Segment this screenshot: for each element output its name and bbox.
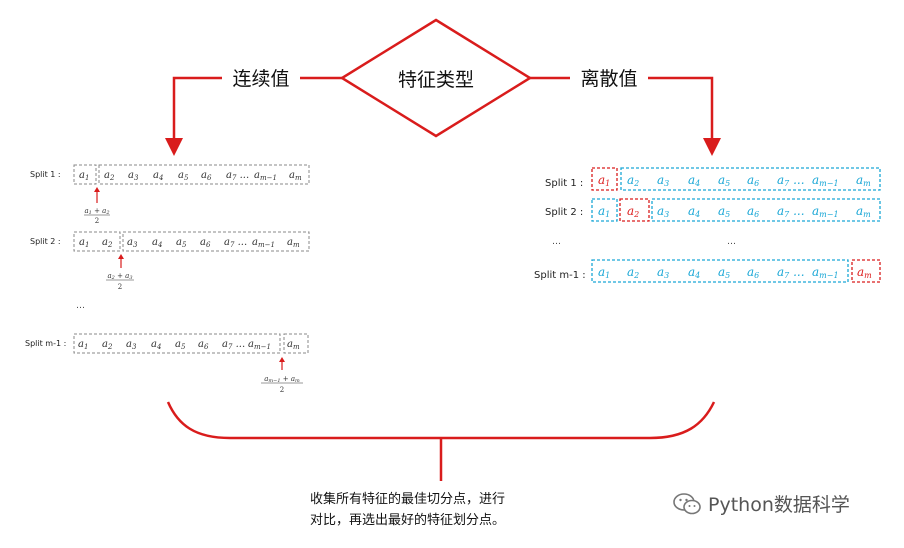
svg-text:a7 ...: a7 ... bbox=[777, 204, 805, 219]
right-split-2-label: Split 2 : bbox=[545, 207, 583, 218]
left-split-2-label: Split 2 : bbox=[30, 237, 61, 246]
svg-text:a3: a3 bbox=[657, 265, 669, 280]
right-split-2: Split 2 : a1 a2 a3 a4 a5 a6 a7 ... am−1 … bbox=[545, 198, 881, 222]
summary-text: 收集所有特征的最佳切分点，进行 对比，再选出最好的特征划分点。 bbox=[310, 489, 570, 531]
svg-text:a2: a2 bbox=[104, 170, 115, 182]
svg-text:a4: a4 bbox=[688, 204, 700, 219]
svg-text:a1: a1 bbox=[598, 173, 610, 188]
right-split-1: Split 1 : a1 a2 a3 a4 a5 a6 a7 ... am−1 … bbox=[545, 167, 881, 191]
svg-text:am−1: am−1 bbox=[812, 173, 839, 188]
right-split-2-seq: a3 a4 a5 a6 a7 ... am−1 am bbox=[657, 204, 871, 219]
svg-text:am: am bbox=[856, 204, 871, 219]
svg-text:am−1: am−1 bbox=[252, 237, 275, 249]
left-split-2-seq: a1 a2 a3 a4 a5 a6 a7 ... am−1 am bbox=[79, 237, 300, 249]
svg-text:am−1 + am: am−1 + am bbox=[264, 375, 300, 384]
svg-text:a1: a1 bbox=[598, 265, 610, 280]
svg-text:a6: a6 bbox=[747, 204, 759, 219]
left-split-m-1-label: Split m-1 : bbox=[25, 339, 66, 348]
svg-text:a6: a6 bbox=[198, 339, 209, 351]
svg-text:a2 + a3: a2 + a3 bbox=[107, 272, 132, 281]
svg-text:a6: a6 bbox=[200, 237, 211, 249]
wechat-icon bbox=[673, 492, 701, 514]
svg-text:a4: a4 bbox=[688, 265, 700, 280]
svg-text:a5: a5 bbox=[176, 237, 187, 249]
svg-text:a7 ...: a7 ... bbox=[224, 237, 247, 249]
svg-text:a3: a3 bbox=[127, 237, 138, 249]
svg-text:a3: a3 bbox=[657, 173, 669, 188]
left-split-2-fraction: a2 + a3 2 bbox=[106, 272, 134, 291]
left-split-m-1-fraction: am−1 + am 2 bbox=[261, 375, 303, 394]
left-split-1-fraction: a1 + a2 2 bbox=[84, 207, 110, 225]
right-split-m-1: Split m-1 : a1 a2 a3 a4 a5 a6 a7 ... am−… bbox=[534, 259, 881, 283]
right-ellipsis-mid: … bbox=[727, 237, 736, 247]
svg-text:a6: a6 bbox=[201, 170, 212, 182]
left-arrow-head bbox=[165, 138, 183, 156]
watermark-text: Python数据科学 bbox=[708, 494, 850, 516]
feature-type-label: 特征类型 bbox=[398, 69, 474, 91]
svg-text:a5: a5 bbox=[718, 173, 730, 188]
svg-text:a5: a5 bbox=[178, 170, 189, 182]
svg-text:a1: a1 bbox=[79, 237, 89, 249]
svg-text:2: 2 bbox=[280, 386, 284, 394]
svg-text:a5: a5 bbox=[718, 265, 730, 280]
svg-text:am: am bbox=[289, 170, 302, 182]
svg-text:a6: a6 bbox=[747, 173, 759, 188]
feature-type-diamond bbox=[339, 18, 533, 138]
svg-text:am: am bbox=[287, 237, 300, 249]
svg-text:a7 ...: a7 ... bbox=[222, 339, 245, 351]
svg-text:2: 2 bbox=[95, 217, 99, 225]
svg-text:a4: a4 bbox=[152, 237, 162, 249]
svg-text:am−1: am−1 bbox=[248, 339, 271, 351]
left-split-2: Split 2 : a1 a2 a3 a4 a5 a6 a7 ... am−1 … bbox=[30, 231, 310, 291]
continuous-label: 连续值 bbox=[232, 68, 289, 90]
svg-text:a4: a4 bbox=[688, 173, 700, 188]
right-split-1-label: Split 1 : bbox=[545, 178, 583, 189]
svg-text:am−1: am−1 bbox=[254, 170, 277, 182]
discrete-label: 离散值 bbox=[580, 68, 637, 90]
svg-text:a1 + a2: a1 + a2 bbox=[84, 207, 109, 216]
svg-text:am: am bbox=[856, 173, 871, 188]
summary-line-1: 收集所有特征的最佳切分点，进行 bbox=[310, 492, 506, 507]
svg-text:am−1: am−1 bbox=[812, 204, 839, 219]
svg-text:a7 ...: a7 ... bbox=[777, 265, 805, 280]
svg-text:a1: a1 bbox=[79, 170, 89, 182]
svg-text:a2: a2 bbox=[627, 265, 639, 280]
svg-text:a2: a2 bbox=[102, 237, 113, 249]
summary-line-2: 对比，再选出最好的特征划分点。 bbox=[310, 513, 506, 528]
svg-text:am: am bbox=[287, 339, 300, 351]
right-arrow-head bbox=[703, 138, 721, 156]
svg-text:a1: a1 bbox=[598, 204, 610, 219]
svg-text:am−1: am−1 bbox=[812, 265, 839, 280]
svg-text:a3: a3 bbox=[657, 204, 669, 219]
left-split-1: Split 1 : a1 a2 a3 a4 a5 a6 a7 ... am−1 … bbox=[30, 164, 310, 225]
svg-text:2: 2 bbox=[118, 283, 122, 291]
merge-bracket bbox=[166, 401, 716, 440]
left-split-1-seq: a1 a2 a3 a4 a5 a6 a7 ... am−1 am bbox=[79, 170, 302, 182]
svg-text:am: am bbox=[857, 265, 872, 280]
svg-text:a2: a2 bbox=[627, 173, 639, 188]
svg-text:a7 ...: a7 ... bbox=[777, 173, 805, 188]
svg-text:a1: a1 bbox=[78, 339, 88, 351]
svg-text:a2: a2 bbox=[627, 204, 639, 219]
left-split-m-1: Split m-1 : a1 a2 a3 a4 a5 a6 a7 ... am−… bbox=[25, 333, 309, 394]
left-split-1-label: Split 1 : bbox=[30, 170, 61, 179]
left-ellipsis: … bbox=[76, 301, 85, 311]
svg-text:a3: a3 bbox=[128, 170, 139, 182]
svg-text:a4: a4 bbox=[153, 170, 163, 182]
watermark: Python数据科学 bbox=[672, 490, 850, 517]
svg-text:a3: a3 bbox=[126, 339, 137, 351]
right-split-m-1-label: Split m-1 : bbox=[534, 270, 586, 281]
svg-text:a5: a5 bbox=[718, 204, 730, 219]
right-ellipsis-left: … bbox=[552, 237, 561, 247]
svg-text:a4: a4 bbox=[151, 339, 161, 351]
svg-text:a2: a2 bbox=[102, 339, 113, 351]
right-split-m-1-seq: a1 a2 a3 a4 a5 a6 a7 ... am−1 bbox=[598, 265, 839, 280]
right-split-1-seq: a2 a3 a4 a5 a6 a7 ... am−1 am bbox=[627, 173, 871, 188]
left-split-m-1-seq: a1 a2 a3 a4 a5 a6 a7 ... am−1 am bbox=[78, 339, 300, 351]
svg-text:a5: a5 bbox=[175, 339, 186, 351]
svg-text:a6: a6 bbox=[747, 265, 759, 280]
svg-text:a7 ...: a7 ... bbox=[226, 170, 249, 182]
